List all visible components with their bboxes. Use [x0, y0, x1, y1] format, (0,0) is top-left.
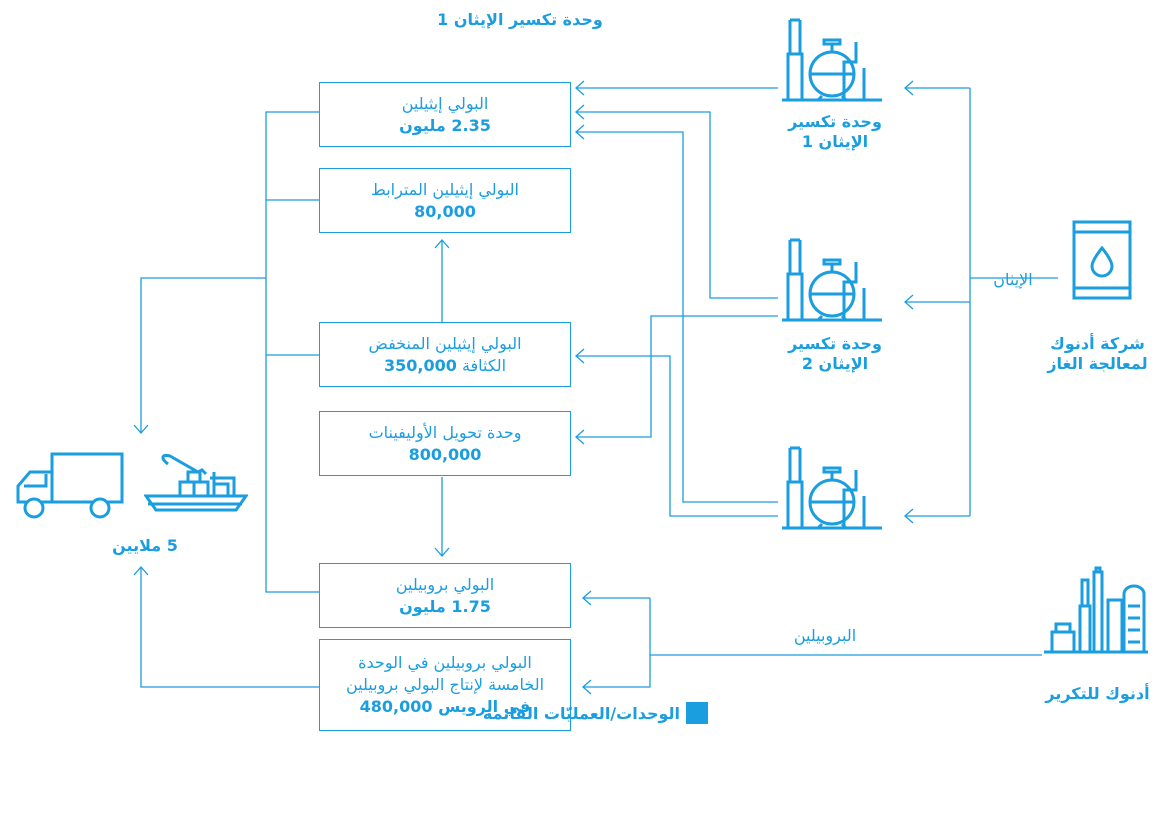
cracker-1-line2: الإيثان 1	[801, 132, 869, 151]
refining-label: أدنوك للتكرير	[1045, 684, 1150, 703]
ship-icon	[144, 454, 248, 512]
gas-processing-label: شركة أدنوك لمعالجة الغاز	[1040, 334, 1155, 374]
legend-swatch	[686, 702, 708, 724]
cracker-2-label: وحدة تكسير الإيثان 2	[780, 334, 890, 374]
cracker-icon	[782, 238, 882, 322]
olefins-label: وحدة تحويل الأوليفينات	[368, 422, 522, 442]
cracker-icon	[782, 446, 882, 530]
refinery-icon	[1044, 566, 1148, 654]
ldpe-value: 350,000	[383, 355, 457, 375]
legend-label: الوحدات/العمليّات القائمة	[482, 704, 680, 723]
pp5-line1: البولي بروبيلين في الوحدة	[358, 653, 532, 672]
barrel-icon	[1072, 220, 1132, 300]
cracker-2-line1: وحدة تكسير	[788, 334, 882, 353]
olefins-value: 800,000	[408, 444, 482, 464]
polyethylene-value: 2.35 مليون	[399, 115, 491, 135]
polyethylene-box: البولي إيثيلين 2.35 مليون	[319, 82, 571, 147]
pp5-line2: الخامسة لإنتاج البولي بروبيلين	[345, 675, 545, 694]
pp5-value: في الرويس 480,000	[359, 697, 531, 716]
ldpe-box: البولي إيثيلين المنخفض الكثافة 350,000	[319, 322, 571, 387]
ldpe-label-2: الكثافة	[461, 355, 507, 375]
propylene-flow-label: البروبيلين	[793, 626, 857, 645]
xlpe-value: 80,000	[414, 201, 476, 221]
page-title: وحدة تكسير الإيثان 1	[437, 10, 603, 29]
cracker-1-line1: وحدة تكسير	[788, 112, 882, 131]
polyethylene-label: البولي إيثيلين	[401, 93, 489, 113]
cracker-2-line2: الإيثان 2	[801, 354, 869, 373]
gas-processing-line2: لمعالجة الغاز	[1047, 354, 1148, 373]
cracker-1-label: وحدة تكسير الإيثان 1	[780, 112, 890, 152]
ethane-flow-label: الإيثان	[993, 270, 1033, 289]
xlpe-box: البولي إيثيلين المترابط 80,000	[319, 168, 571, 233]
xlpe-label: البولي إيثيلين المترابط	[371, 179, 519, 199]
olefins-box: وحدة تحويل الأوليفينات 800,000	[319, 411, 571, 476]
ldpe-label: البولي إيثيلين المنخفض	[368, 333, 522, 353]
pp5-box: البولي بروبيلين في الوحدة الخامسة لإنتاج…	[319, 639, 571, 731]
total-output-label: 5 ملايين	[112, 536, 178, 555]
gas-processing-line1: شركة أدنوك	[1050, 334, 1145, 353]
truck-icon	[16, 452, 124, 519]
polypropylene-value: 1.75 مليون	[399, 596, 491, 616]
polypropylene-label: البولي بروبيلين	[395, 574, 495, 594]
cracker-icon	[782, 18, 882, 102]
polypropylene-box: البولي بروبيلين 1.75 مليون	[319, 563, 571, 628]
